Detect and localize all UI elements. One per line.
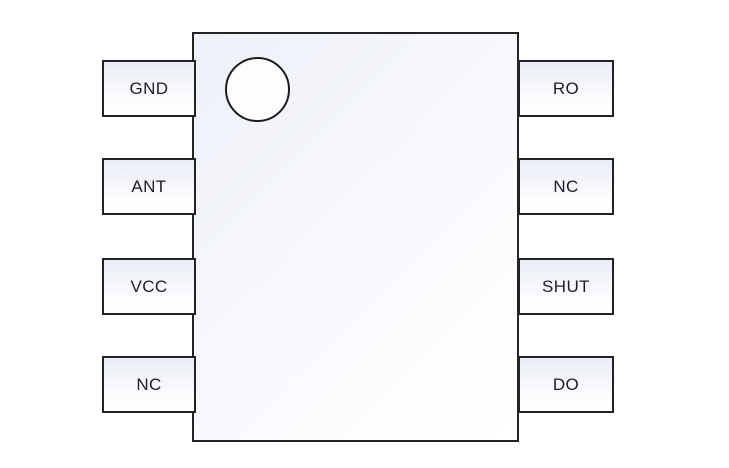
- pin-label: NC: [136, 375, 162, 394]
- pin-right-4[interactable]: DO: [518, 356, 614, 413]
- pin-label: RO: [552, 79, 580, 98]
- pin-right-2[interactable]: NC: [518, 158, 614, 215]
- pin-label: DO: [552, 375, 580, 394]
- pin-left-3[interactable]: VCC: [102, 258, 196, 315]
- pin-label: VCC: [130, 277, 168, 296]
- pin-label: ANT: [131, 177, 167, 196]
- pin-right-3[interactable]: SHUT: [518, 258, 614, 315]
- pin-left-4[interactable]: NC: [102, 356, 196, 413]
- pin-label: SHUT: [542, 277, 590, 296]
- pin1-indicator-circle-icon: [225, 57, 290, 122]
- pin-label: NC: [553, 177, 579, 196]
- pin-left-1[interactable]: GND: [102, 60, 196, 117]
- pin-label: GND: [129, 79, 169, 98]
- pin-left-2[interactable]: ANT: [102, 158, 196, 215]
- pin-right-1[interactable]: RO: [518, 60, 614, 117]
